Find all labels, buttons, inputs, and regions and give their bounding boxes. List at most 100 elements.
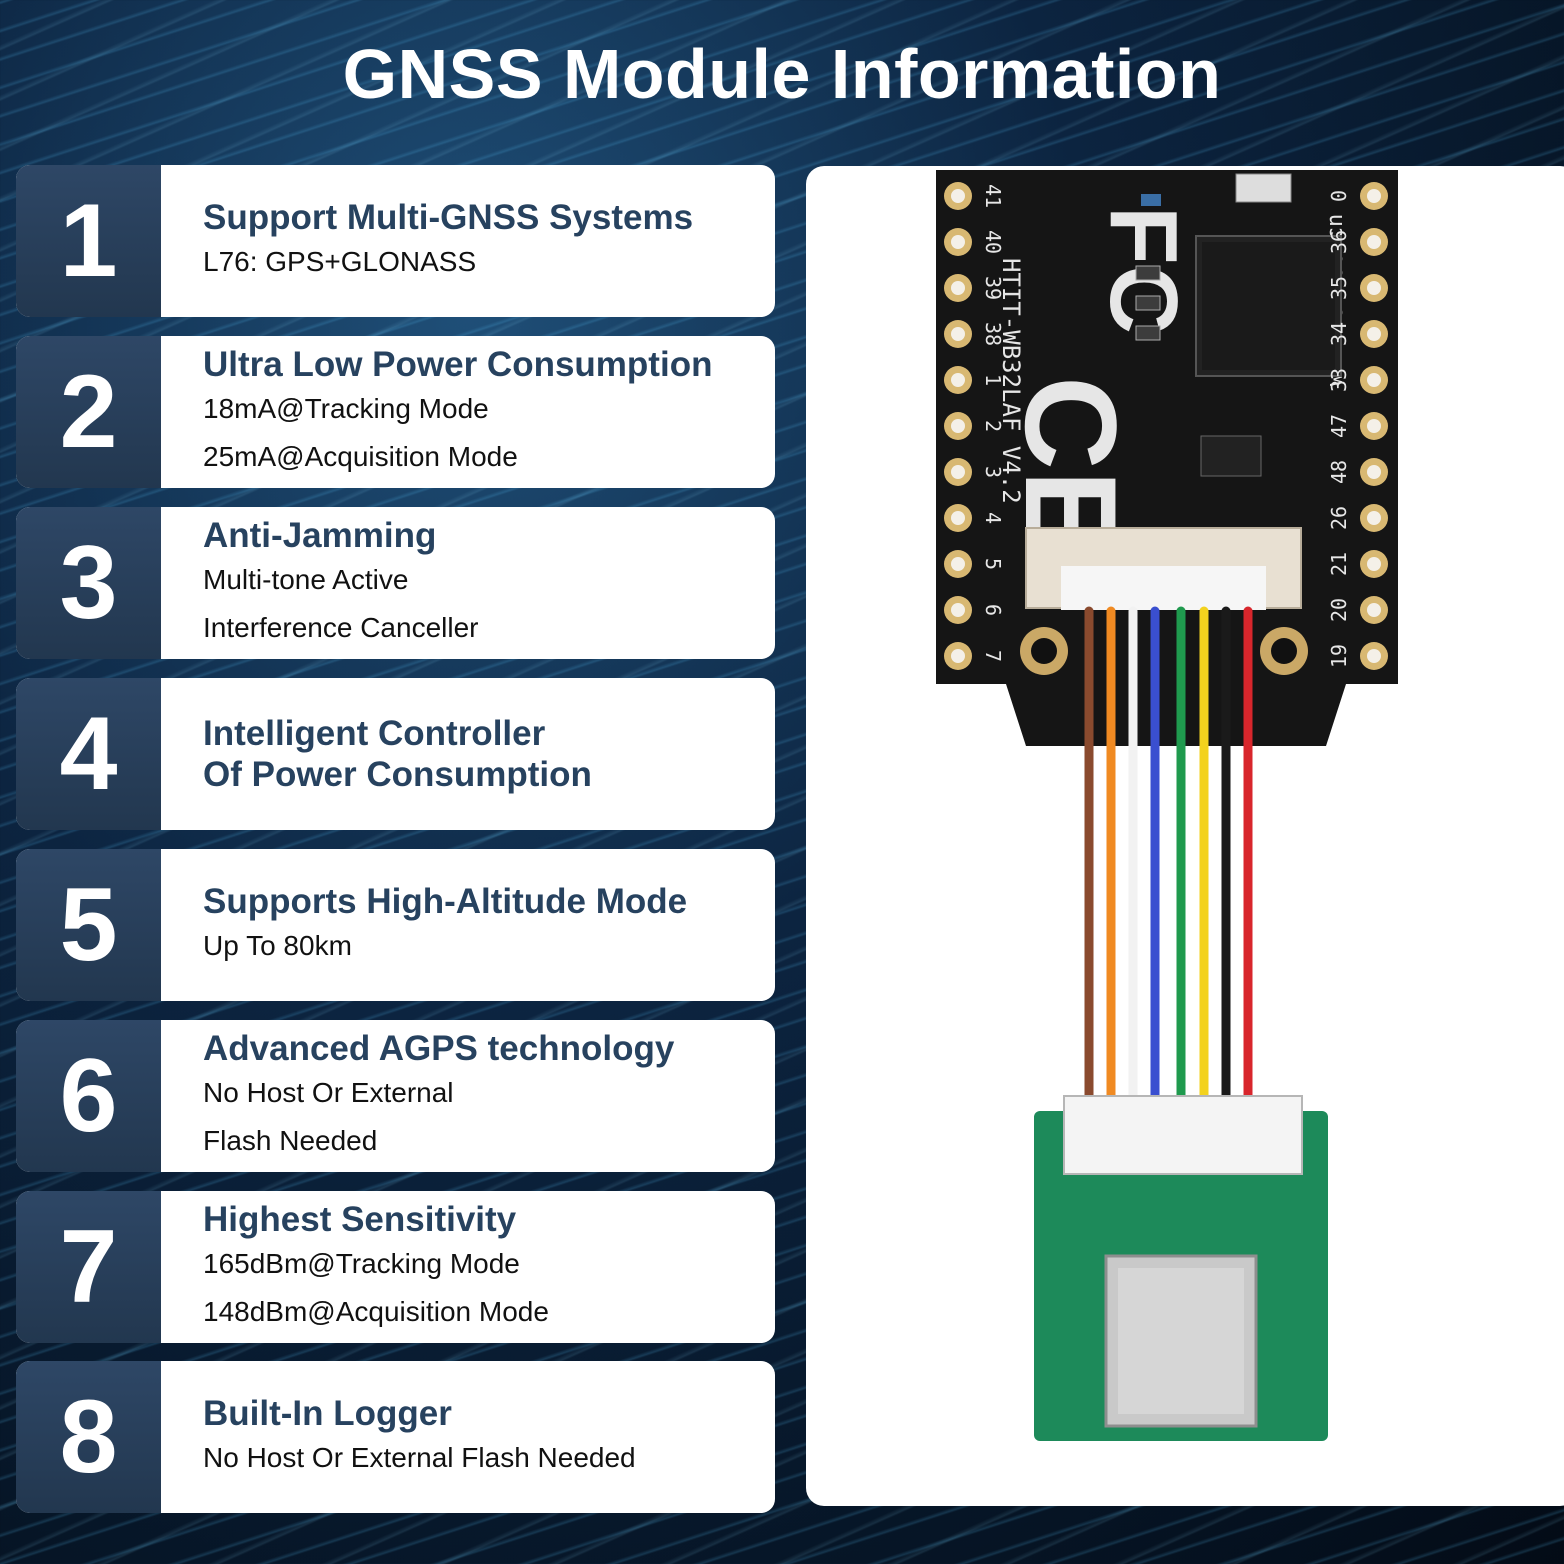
feature-number: 6	[59, 1038, 118, 1154]
wire-bundle	[1084, 606, 1253, 1101]
pin-label: 36	[1327, 230, 1351, 254]
pin-label: 19	[1327, 644, 1351, 668]
feature-text: Highest Sensitivity 165dBm@Tracking Mode…	[161, 1191, 775, 1343]
feature-text: Advanced AGPS technology No Host Or Exte…	[161, 1020, 775, 1172]
pin-label: 34	[1327, 322, 1351, 346]
feature-line: Multi-tone Active	[203, 563, 409, 595]
pin-hole	[1367, 557, 1381, 571]
feature-text: Built-In Logger No Host Or External Flas…	[161, 1361, 775, 1513]
pin-hole	[951, 189, 965, 203]
pin-hole	[951, 373, 965, 387]
feature-number-box: 8	[16, 1361, 161, 1513]
pin-hole	[951, 465, 965, 479]
product-photo-panel: FC CE HTIT-WB32LAF V4.2 www.heltec.cn	[806, 166, 1564, 1506]
pin-hole	[951, 281, 965, 295]
pin-label: 35	[1327, 276, 1351, 300]
feature-title: Ultra Low Power Consumption	[203, 344, 713, 384]
pin-label: 47	[1327, 414, 1351, 438]
feature-text: Ultra Low Power Consumption 18mA@Trackin…	[161, 336, 775, 488]
feature-title: Anti-Jamming	[203, 515, 437, 555]
feature-card-7: 7 Highest Sensitivity 165dBm@Tracking Mo…	[16, 1191, 775, 1343]
pin-hole	[1367, 419, 1381, 433]
feature-number-box: 3	[16, 507, 161, 659]
feature-card-5: 5 Supports High-Altitude Mode Up To 80km	[16, 849, 775, 1001]
pin-hole	[951, 557, 965, 571]
pin-hole	[951, 235, 965, 249]
feature-number: 8	[59, 1379, 118, 1495]
feature-title-line-2: Of Power Consumption	[203, 755, 592, 794]
pin-label: 48	[1327, 460, 1351, 484]
feature-number: 2	[59, 354, 118, 470]
feature-line: Flash Needed	[203, 1124, 378, 1156]
pin-label: 3	[981, 466, 1005, 478]
pin-hole	[1367, 465, 1381, 479]
pin-label: 0	[1327, 190, 1351, 202]
feature-text: Anti-Jamming Multi-tone Active Interfere…	[161, 507, 775, 659]
pin-label: 7	[981, 650, 1005, 662]
feature-number-box: 4	[16, 678, 161, 830]
pin-label: 26	[1327, 506, 1351, 530]
feature-number: 5	[59, 867, 118, 983]
pin-hole	[1367, 189, 1381, 203]
feature-card-8: 8 Built-In Logger No Host Or External Fl…	[16, 1361, 775, 1513]
pin-label: 21	[1327, 552, 1351, 576]
feature-title: Intelligent Controller	[203, 714, 546, 753]
pin-hole	[1367, 511, 1381, 525]
pin-hole	[951, 603, 965, 617]
pin-label: 41	[981, 184, 1005, 208]
feature-card-2: 2 Ultra Low Power Consumption 18mA@Track…	[16, 336, 775, 488]
feature-line: No Host Or External Flash Needed	[203, 1441, 636, 1473]
feature-title: Highest Sensitivity	[203, 1199, 517, 1239]
feature-number-box: 2	[16, 336, 161, 488]
ce-logo: CE	[998, 376, 1144, 557]
pin-hole	[951, 419, 965, 433]
pin-label: 33	[1327, 368, 1351, 392]
feature-title: Support Multi-GNSS Systems	[203, 197, 694, 237]
feature-number: 3	[59, 525, 118, 641]
feature-line: 165dBm@Tracking Mode	[203, 1247, 520, 1279]
pin-hole	[951, 327, 965, 341]
feature-line: 148dBm@Acquisition Mode	[203, 1295, 549, 1327]
feature-number: 1	[59, 183, 118, 299]
feature-title: Advanced AGPS technology	[203, 1028, 675, 1068]
feature-line: 25mA@Acquisition Mode	[203, 440, 518, 472]
pin-label: 2	[981, 420, 1005, 432]
feature-line: 18mA@Tracking Mode	[203, 392, 489, 424]
feature-text: Support Multi-GNSS Systems L76: GPS+GLON…	[161, 165, 775, 317]
feature-line: No Host Or External	[203, 1076, 454, 1108]
module-connector	[1063, 1095, 1303, 1175]
feature-line: L76: GPS+GLONASS	[203, 245, 477, 277]
pin-label: 4	[981, 512, 1005, 524]
gnss-module	[1034, 1095, 1328, 1441]
feature-number-box: 1	[16, 165, 161, 317]
pin-label: 6	[981, 604, 1005, 616]
pin-label: 1	[981, 374, 1005, 386]
pin-hole	[1367, 373, 1381, 387]
left-pin-header	[944, 182, 972, 670]
right-pin-header	[1360, 182, 1388, 670]
feature-number-box: 6	[16, 1020, 161, 1172]
feature-text: Supports High-Altitude Mode Up To 80km	[161, 849, 775, 1001]
page-title: GNSS Module Information	[342, 35, 1222, 113]
feature-title: Supports High-Altitude Mode	[203, 881, 688, 921]
pin-hole	[1367, 327, 1381, 341]
pin-hole	[1367, 603, 1381, 617]
feature-card-3: 3 Anti-Jamming Multi-tone Active Interfe…	[16, 507, 775, 659]
pin-label: 39	[981, 276, 1005, 300]
feature-number: 7	[59, 1209, 118, 1325]
pin-label: 38	[981, 322, 1005, 346]
feature-card-4: 4 Intelligent Controller Of Power Consum…	[16, 678, 775, 830]
feature-number-box: 7	[16, 1191, 161, 1343]
feature-text: Intelligent Controller Of Power Consumpt…	[161, 678, 775, 830]
pin-hole	[1367, 649, 1381, 663]
feature-number: 4	[59, 696, 118, 812]
feature-card-1: 1 Support Multi-GNSS Systems L76: GPS+GL…	[16, 165, 775, 317]
board-label: HTIT-WB32LAF V4.2	[997, 258, 1025, 504]
feature-line: Up To 80km	[203, 929, 352, 961]
product-illustration: FC CE HTIT-WB32LAF V4.2 www.heltec.cn	[936, 170, 1398, 1441]
pin-hole	[951, 649, 965, 663]
feature-number-box: 5	[16, 849, 161, 1001]
feature-line: Interference Canceller	[203, 611, 479, 643]
